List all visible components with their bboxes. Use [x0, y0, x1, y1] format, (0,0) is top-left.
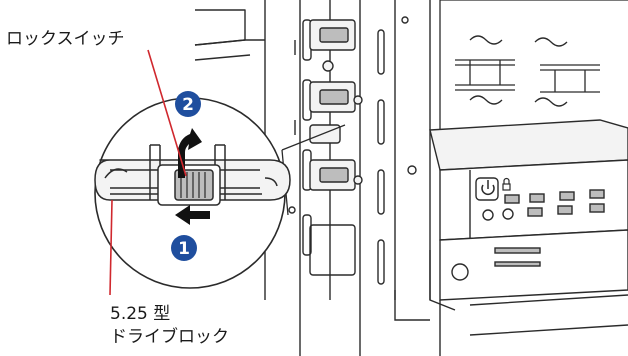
arrow-up-icon [178, 128, 202, 178]
power-icon [481, 180, 495, 195]
hdd-cage [439, 0, 628, 150]
drive-lock-zoomed [94, 144, 291, 206]
drive-lock-label-line2: ドライブロック [110, 327, 229, 347]
step-number-1: 1 [178, 239, 190, 259]
leader-lines [109, 49, 187, 296]
leader-line-lock-switch [147, 49, 187, 177]
lock-icon [502, 177, 511, 191]
drive-lock-label-line1: 5.25 型 [110, 304, 171, 324]
step-badge-2: 2 [175, 91, 201, 117]
arrow-left-icon [175, 205, 210, 225]
step-badge-1: 1 [171, 235, 197, 261]
front-io-panel [429, 119, 628, 311]
lock-switch-label: ロックスイッチ [6, 29, 125, 49]
bay-locks [309, 19, 363, 191]
leader-line-drive-lock [109, 199, 113, 296]
lower-chassis [299, 224, 628, 356]
step-number-2: 2 [182, 95, 194, 115]
drive-lock-label: 5.25 型 ドライブロック [110, 303, 229, 349]
